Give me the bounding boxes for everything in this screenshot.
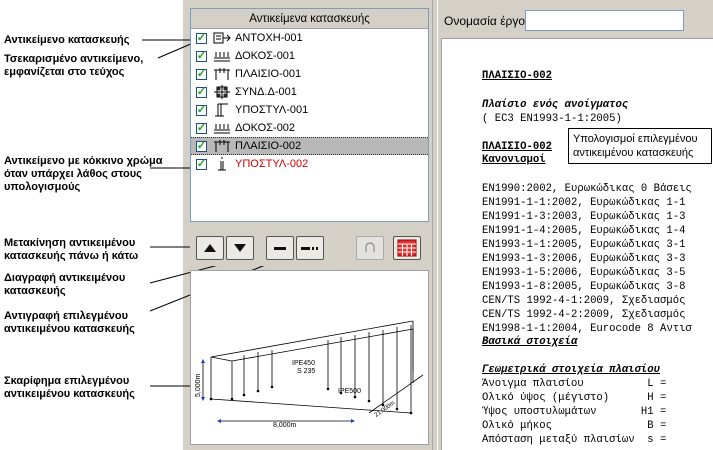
frame-icon bbox=[214, 68, 230, 80]
report-reg-line: EN1991-1-4:2005, Ευρωκώδικας 1-4 bbox=[482, 225, 686, 237]
report-reg-line: EN1993-1-1:2005, Ευρωκώδικας 3-1 bbox=[482, 239, 686, 251]
list-item[interactable]: ✓ ΠΛΑΙΣΙΟ-001 bbox=[191, 65, 428, 83]
report-view[interactable]: ΠΛΑΙΣΙΟ-002 Πλαίσιο ενός ανοίγματος ( EC… bbox=[441, 38, 713, 450]
sketch-panel: IPE450 S 235 IPE500 5,000m 8,000m 21,000… bbox=[190, 270, 429, 445]
list-item-label: ΥΠΟΣΤΥΛ-001 bbox=[235, 104, 309, 116]
list-item-label: ΣΥΝΔ.Δ-001 bbox=[235, 86, 297, 98]
report-reg-line: EN1991-1-1:2002, Ευρωκώδικας 1-1 bbox=[482, 197, 686, 209]
move-down-button[interactable] bbox=[226, 236, 254, 260]
move-up-button[interactable] bbox=[196, 236, 224, 260]
report-reg-line: EN1993-1-5:2006, Ευρωκώδικας 3-5 bbox=[482, 267, 686, 279]
checkbox[interactable]: ✓ bbox=[196, 31, 207, 44]
sketch-span-label: 8,000m bbox=[273, 422, 297, 429]
copy-icon bbox=[301, 247, 318, 250]
list-item[interactable]: ✓ ΔΟΚΟΣ-001 bbox=[191, 47, 428, 65]
report-geom-line: Άνοιγμα πλαισίου L = bbox=[482, 378, 667, 390]
report-geom-line: Ολικό ύψος (μέγιστο) H = bbox=[482, 392, 667, 404]
report-subtitle: Πλαίσιο ενός ανοίγματος bbox=[482, 99, 629, 111]
report-geom-title: Γεωμετρικά στοιχεία πλαισίου bbox=[482, 364, 661, 376]
panel-splitter[interactable] bbox=[432, 0, 438, 450]
report-code: ( EC3 EN1993-1-1:2005) bbox=[482, 113, 622, 125]
undo-icon bbox=[365, 242, 375, 252]
list-item[interactable]: ✓ ΣΥΝΔ.Δ-001 bbox=[191, 83, 428, 101]
report-regs-title: Κανονισμοί bbox=[482, 154, 546, 166]
report-reg-line: EN1991-1-3:2003, Ευρωκώδικας 1-3 bbox=[482, 211, 686, 223]
calculator-button[interactable] bbox=[393, 236, 421, 260]
report-heading-2: ΠΛΑΙΣΙΟ-002 bbox=[482, 141, 552, 153]
report-reg-line: CEN/TS 1992-4-2:2009, Σχεδιασμός bbox=[482, 309, 686, 321]
report-reg-line: EN1998-1-1:2004, Eurocode 8 Αντισ bbox=[482, 323, 692, 335]
annotation-objects: Αντικείμενο κατασκευής bbox=[4, 34, 130, 46]
undo-button[interactable] bbox=[356, 236, 384, 260]
list-item-label: ΠΛΑΙΣΙΟ-001 bbox=[235, 68, 302, 80]
checkbox[interactable]: ✓ bbox=[196, 49, 207, 62]
checkbox[interactable]: ✓ bbox=[196, 67, 207, 80]
arrow-up-icon bbox=[204, 244, 216, 252]
connection-icon bbox=[214, 85, 230, 99]
list-item[interactable]: ✓ ΥΠΟΣΤΥΛ-002 bbox=[191, 155, 428, 173]
sketch-column-label: IPE500 bbox=[338, 388, 361, 395]
frame-icon bbox=[214, 140, 230, 152]
list-item-label: ΑΝΤΟΧΗ-001 bbox=[235, 32, 303, 44]
report-geom-line: Ολικό μήκος B = bbox=[482, 420, 667, 432]
checkbox[interactable]: ✓ bbox=[196, 85, 207, 98]
frame-sketch: IPE450 S 235 IPE500 5,000m 8,000m 21,000… bbox=[195, 320, 424, 429]
objects-panel-title: Αντικείμενα κατασκευής bbox=[191, 9, 428, 29]
column-icon bbox=[218, 157, 226, 171]
checkbox[interactable]: ✓ bbox=[196, 121, 207, 134]
list-item[interactable]: ✓ ΑΝΤΟΧΗ-001 bbox=[191, 29, 428, 47]
column-icon bbox=[215, 103, 228, 117]
resistance-icon bbox=[213, 32, 231, 44]
report-reg-line: CEN/TS 1992-4-1:2009, Σχεδιασμός bbox=[482, 295, 686, 307]
report-reg-line: EN1990:2002, Ευρωκώδικας 0 Βάσεις bbox=[482, 183, 692, 195]
beam-icon bbox=[214, 124, 230, 134]
list-item-label: ΔΟΚΟΣ-001 bbox=[235, 50, 296, 62]
objects-panel: Αντικείμενα κατασκευής ✓ ΑΝΤΟΧΗ-001 ✓ ΔΟ… bbox=[190, 8, 429, 222]
report-reg-line: EN1993-1-8:2005, Ευρωκώδικας 3-8 bbox=[482, 281, 686, 293]
report-geom-line: Απόσταση μεταξύ πλαισίων s = bbox=[482, 434, 667, 446]
project-name-label: Ονομασία έργου bbox=[444, 14, 532, 28]
delete-icon bbox=[274, 247, 286, 250]
project-name-input[interactable] bbox=[525, 10, 684, 31]
checkbox[interactable]: ✓ bbox=[196, 139, 207, 152]
list-item-label: ΠΛΑΙΣΙΟ-002 bbox=[235, 140, 302, 152]
report-heading: ΠΛΑΙΣΙΟ-002 bbox=[482, 70, 552, 82]
list-item-label-error: ΥΠΟΣΤΥΛ-002 bbox=[235, 158, 309, 170]
report-basic-title: Βασικά στοιχεία bbox=[482, 336, 578, 348]
list-item-selected[interactable]: ✓ ΠΛΑΙΣΙΟ-002 bbox=[191, 137, 428, 155]
checkbox[interactable]: ✓ bbox=[196, 157, 207, 170]
report-reg-line: EN1993-1-3:2006, Ευρωκώδικας 3-3 bbox=[482, 253, 686, 265]
sketch-beam-label: IPE450 bbox=[292, 360, 315, 367]
delete-button[interactable] bbox=[266, 236, 294, 260]
sketch-length-label: 21,000m bbox=[374, 400, 397, 418]
beam-icon bbox=[214, 52, 230, 62]
checkbox[interactable]: ✓ bbox=[196, 103, 207, 116]
annotation-checked: Τσεκαρισμένο αντικείμενο,εμφανίζεται στο… bbox=[4, 53, 144, 78]
list-item[interactable]: ✓ ΥΠΟΣΤΥΛ-001 bbox=[191, 101, 428, 119]
list-item-label: ΔΟΚΟΣ-002 bbox=[235, 122, 296, 134]
sketch-height-label: 5,000m bbox=[195, 373, 202, 397]
sketch-steel-label: S 235 bbox=[297, 368, 315, 375]
copy-button[interactable] bbox=[296, 236, 324, 260]
list-item[interactable]: ✓ ΔΟΚΟΣ-002 bbox=[191, 119, 428, 137]
calculator-icon bbox=[397, 239, 417, 257]
report-callout: Υπολογισμοί επιλεγμένου αντικειμένου κατ… bbox=[568, 128, 712, 164]
arrow-down-icon bbox=[234, 244, 246, 252]
report-geom-line: Ύψος υποστυλωμάτων H1 = bbox=[482, 406, 667, 418]
objects-toolbar bbox=[190, 230, 429, 266]
